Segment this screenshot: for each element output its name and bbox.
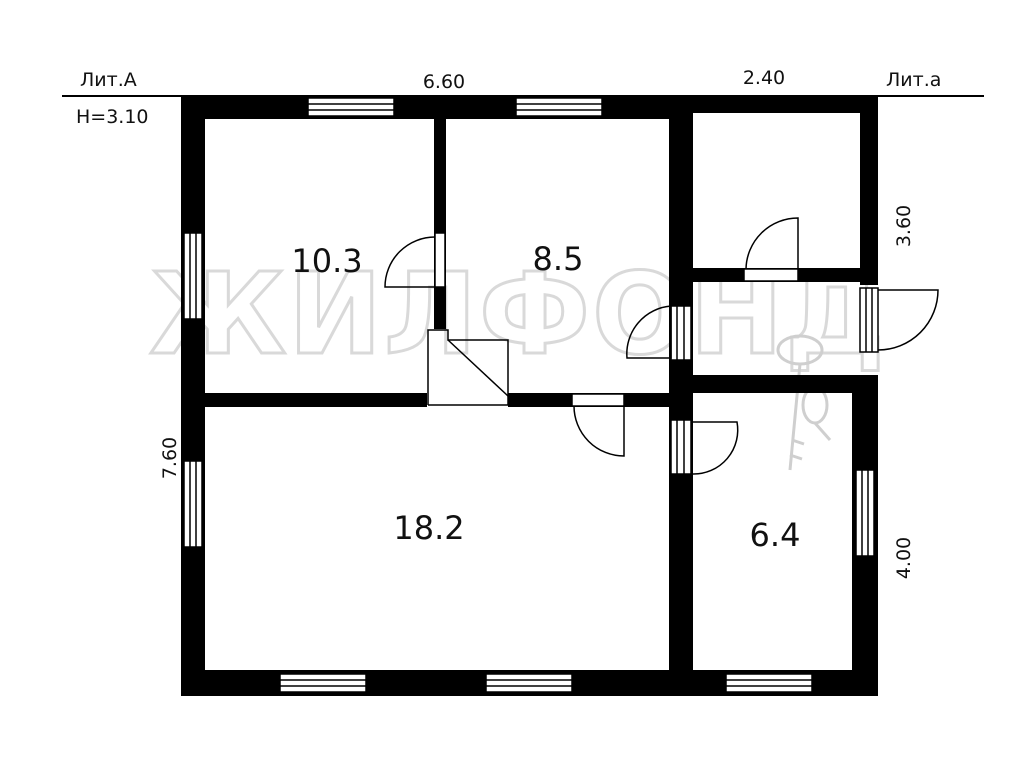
lit-annex-label: Лит.а bbox=[886, 69, 941, 91]
door-annex-exterior bbox=[859, 287, 939, 353]
windows bbox=[183, 97, 875, 693]
door-bottom-room bbox=[571, 393, 625, 457]
dimension-main-depth: 7.60 bbox=[159, 437, 181, 479]
window-right-annex bbox=[855, 469, 875, 557]
staircase bbox=[427, 329, 509, 406]
wall-top-main bbox=[181, 95, 693, 119]
walls bbox=[181, 95, 878, 696]
dimension-annex-bottom-depth: 4.00 bbox=[893, 537, 915, 579]
wall-right-annex-upper bbox=[860, 95, 878, 285]
room-area-bottom-right: 6.4 bbox=[750, 516, 801, 554]
window-top-2 bbox=[515, 97, 603, 117]
wall-interior-horizontal-left bbox=[205, 393, 427, 407]
room-area-top-left: 10.3 bbox=[291, 242, 362, 280]
window-left-1 bbox=[183, 232, 203, 320]
dimension-main-width: 6.60 bbox=[423, 71, 465, 93]
doors bbox=[384, 217, 939, 475]
dimension-annex-top-depth: 3.60 bbox=[893, 205, 915, 247]
lit-main-label: Лит.А bbox=[80, 69, 137, 91]
wall-interior-vertical-top bbox=[434, 119, 446, 329]
room-area-bottom-left: 18.2 bbox=[393, 509, 464, 547]
height-label: H=3.10 bbox=[76, 106, 149, 128]
wall-middle-vertical bbox=[669, 95, 693, 696]
dimension-annex-width: 2.40 bbox=[743, 67, 785, 89]
window-bottom-2 bbox=[485, 673, 573, 693]
window-top-1 bbox=[307, 97, 395, 117]
door-annex-top bbox=[743, 217, 799, 282]
door-right-room-to-corridor bbox=[626, 305, 692, 361]
door-top-rooms bbox=[384, 232, 446, 288]
wall-annex-divider-lower bbox=[693, 375, 878, 393]
wall-bottom-main bbox=[181, 670, 693, 696]
wall-top-annex bbox=[693, 95, 878, 113]
window-left-2 bbox=[183, 460, 203, 548]
door-annex-bottom bbox=[670, 419, 739, 475]
window-bottom-1 bbox=[279, 673, 367, 693]
room-area-top-middle: 8.5 bbox=[533, 240, 584, 278]
window-bottom-annex bbox=[725, 673, 813, 693]
wall-left bbox=[181, 95, 205, 696]
